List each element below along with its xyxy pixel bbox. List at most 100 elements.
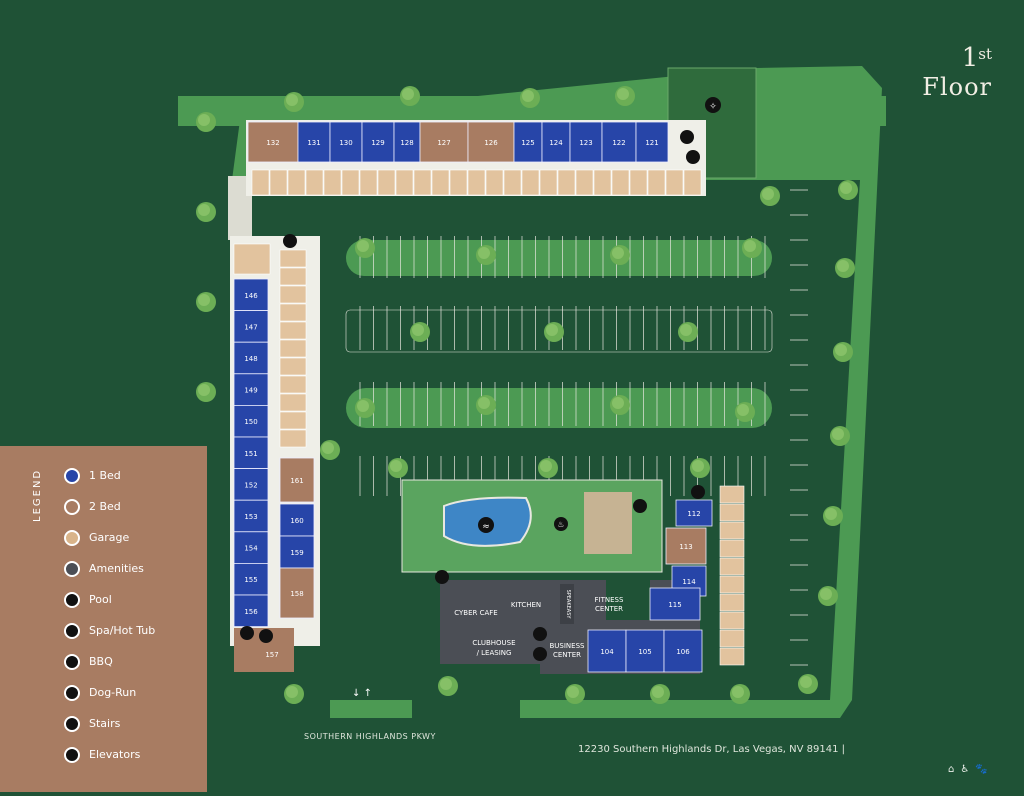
tree-highlight [820, 588, 832, 600]
tree-highlight [478, 397, 490, 409]
unit-115[interactable] [649, 587, 701, 621]
unit-159[interactable] [279, 535, 315, 569]
stairs-icon-right[interactable] [691, 485, 705, 499]
tree-highlight [357, 240, 369, 252]
garage-stall [557, 169, 576, 196]
tree-highlight [744, 240, 756, 252]
garage-stall [377, 169, 396, 196]
spa-icon[interactable]: ♨ [554, 517, 568, 531]
unit-132-label: 132 [266, 139, 279, 147]
legend-item: Stairs [64, 708, 155, 739]
tree-highlight [800, 676, 812, 688]
tree-highlight [478, 247, 490, 259]
dog-run-icon[interactable]: ✧ [705, 97, 721, 113]
two-bed-swatch [64, 498, 80, 515]
garage-stall [719, 557, 745, 576]
tree-highlight [832, 428, 844, 440]
elevator-icon-bottom[interactable] [533, 627, 547, 641]
unit-112[interactable] [675, 499, 713, 527]
unit-156[interactable] [233, 594, 269, 628]
stairs-icon-left[interactable] [283, 234, 297, 248]
garage-stall [575, 169, 594, 196]
unit-151-label: 151 [244, 450, 257, 458]
pool-icon[interactable]: ≈ [478, 517, 494, 533]
garage-stall [719, 575, 745, 594]
tree-highlight [198, 384, 210, 396]
elevator-icon [64, 746, 80, 763]
unit-152[interactable] [233, 468, 269, 501]
trees [196, 86, 858, 704]
unit-146[interactable] [233, 278, 269, 312]
floor-suffix: st [978, 45, 992, 63]
unit-147-label: 147 [244, 323, 257, 331]
bbq-icon-2[interactable] [633, 499, 647, 513]
unit-149[interactable] [233, 373, 269, 406]
garage-stall [341, 169, 360, 196]
unit-125[interactable] [513, 121, 543, 163]
legend-item: 1 Bed [64, 460, 155, 491]
garage-stall [287, 169, 306, 196]
garage-stall [279, 285, 307, 304]
kitchen-label: KITCHEN [511, 601, 541, 609]
unit-126[interactable] [467, 121, 515, 163]
unit-160-label: 160 [290, 517, 303, 525]
tree-highlight [835, 344, 847, 356]
garage-stall [593, 169, 612, 196]
unit-158[interactable] [279, 567, 315, 619]
unit-104[interactable] [587, 629, 627, 673]
garage-stall [279, 357, 307, 376]
stairs-icon-corner[interactable] [240, 626, 254, 640]
garage-stall [279, 393, 307, 412]
unit-132[interactable] [247, 121, 299, 163]
garage-stall [251, 169, 270, 196]
unit-155-label: 155 [244, 576, 257, 584]
unit-127[interactable] [419, 121, 469, 163]
unit-121[interactable] [635, 121, 669, 163]
garage-stall [279, 411, 307, 430]
elevator-icon-top[interactable] [686, 150, 700, 164]
unit-106[interactable] [663, 629, 703, 673]
unit-127-label: 127 [437, 139, 450, 147]
unit-160[interactable] [279, 503, 315, 537]
garage-stall [719, 593, 745, 612]
unit-128[interactable] [393, 121, 421, 163]
tree-highlight [322, 442, 334, 454]
unit-151[interactable] [233, 436, 269, 470]
stairs-icon-top[interactable] [680, 130, 694, 144]
tree-highlight [612, 397, 624, 409]
unit-130-label: 130 [339, 139, 352, 147]
unit-113[interactable] [665, 527, 707, 565]
garage-stall [539, 169, 558, 196]
garage-stall [485, 169, 504, 196]
tree-highlight [546, 324, 558, 336]
unit-123[interactable] [569, 121, 603, 163]
garage-stall [413, 169, 432, 196]
legend-item: Dog-Run [64, 677, 155, 708]
legend-label: Spa/Hot Tub [89, 624, 156, 637]
unit-152-label: 152 [244, 481, 257, 489]
unit-155[interactable] [233, 563, 269, 596]
tree-highlight [837, 260, 849, 272]
tree-highlight [412, 324, 424, 336]
unit-154[interactable] [233, 531, 269, 564]
garage-stall [279, 339, 307, 358]
garage-stall [395, 169, 414, 196]
tree-highlight [357, 400, 369, 412]
unit-124-label: 124 [549, 139, 563, 147]
dog-run-icon [64, 684, 80, 701]
legend-item: Pool [64, 584, 155, 615]
unit-161[interactable] [279, 457, 315, 503]
tree-highlight [286, 94, 298, 106]
entry-arrows: ↓ ↑ [352, 688, 372, 699]
unit-156-label: 156 [244, 608, 258, 616]
unit-126-label: 126 [484, 139, 498, 147]
tree-highlight [617, 88, 629, 100]
garage-stall [521, 169, 540, 196]
elevator-icon-corner[interactable] [259, 629, 273, 643]
bbq-icon[interactable] [435, 570, 449, 584]
spa-icon [64, 622, 80, 639]
stairs-icon-bottom[interactable] [533, 647, 547, 661]
unit-150[interactable] [233, 404, 269, 438]
